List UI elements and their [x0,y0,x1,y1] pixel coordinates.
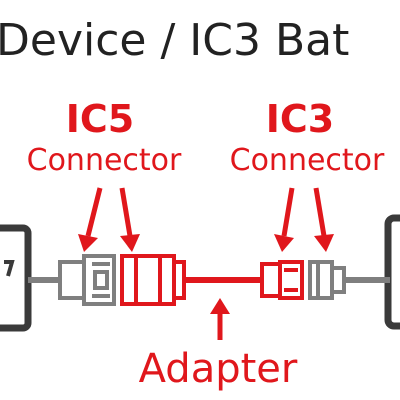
arrow-ic5-gray [78,187,103,252]
ic3-label: IC3 [266,97,334,141]
ic5-label: IC5 [66,97,134,141]
arrow-ic3-gray [313,187,334,252]
ic5-sublabel: Connector [27,143,182,178]
ic3-connector-gray [308,260,346,300]
left-device-box [0,224,32,332]
ic5-connector-red [120,254,186,306]
right-battery-box [384,214,400,330]
ic3-connector-red [260,260,304,300]
adapter-label: Adapter [139,346,298,392]
arrow-ic3-red [274,187,295,252]
ic5-connector-gray [58,254,116,306]
arrow-adapter [210,298,230,340]
diagram-title: Device / IC3 Bat [0,15,349,66]
ic3-sublabel: Connector [230,143,385,178]
arrow-ic5-red [119,187,140,252]
